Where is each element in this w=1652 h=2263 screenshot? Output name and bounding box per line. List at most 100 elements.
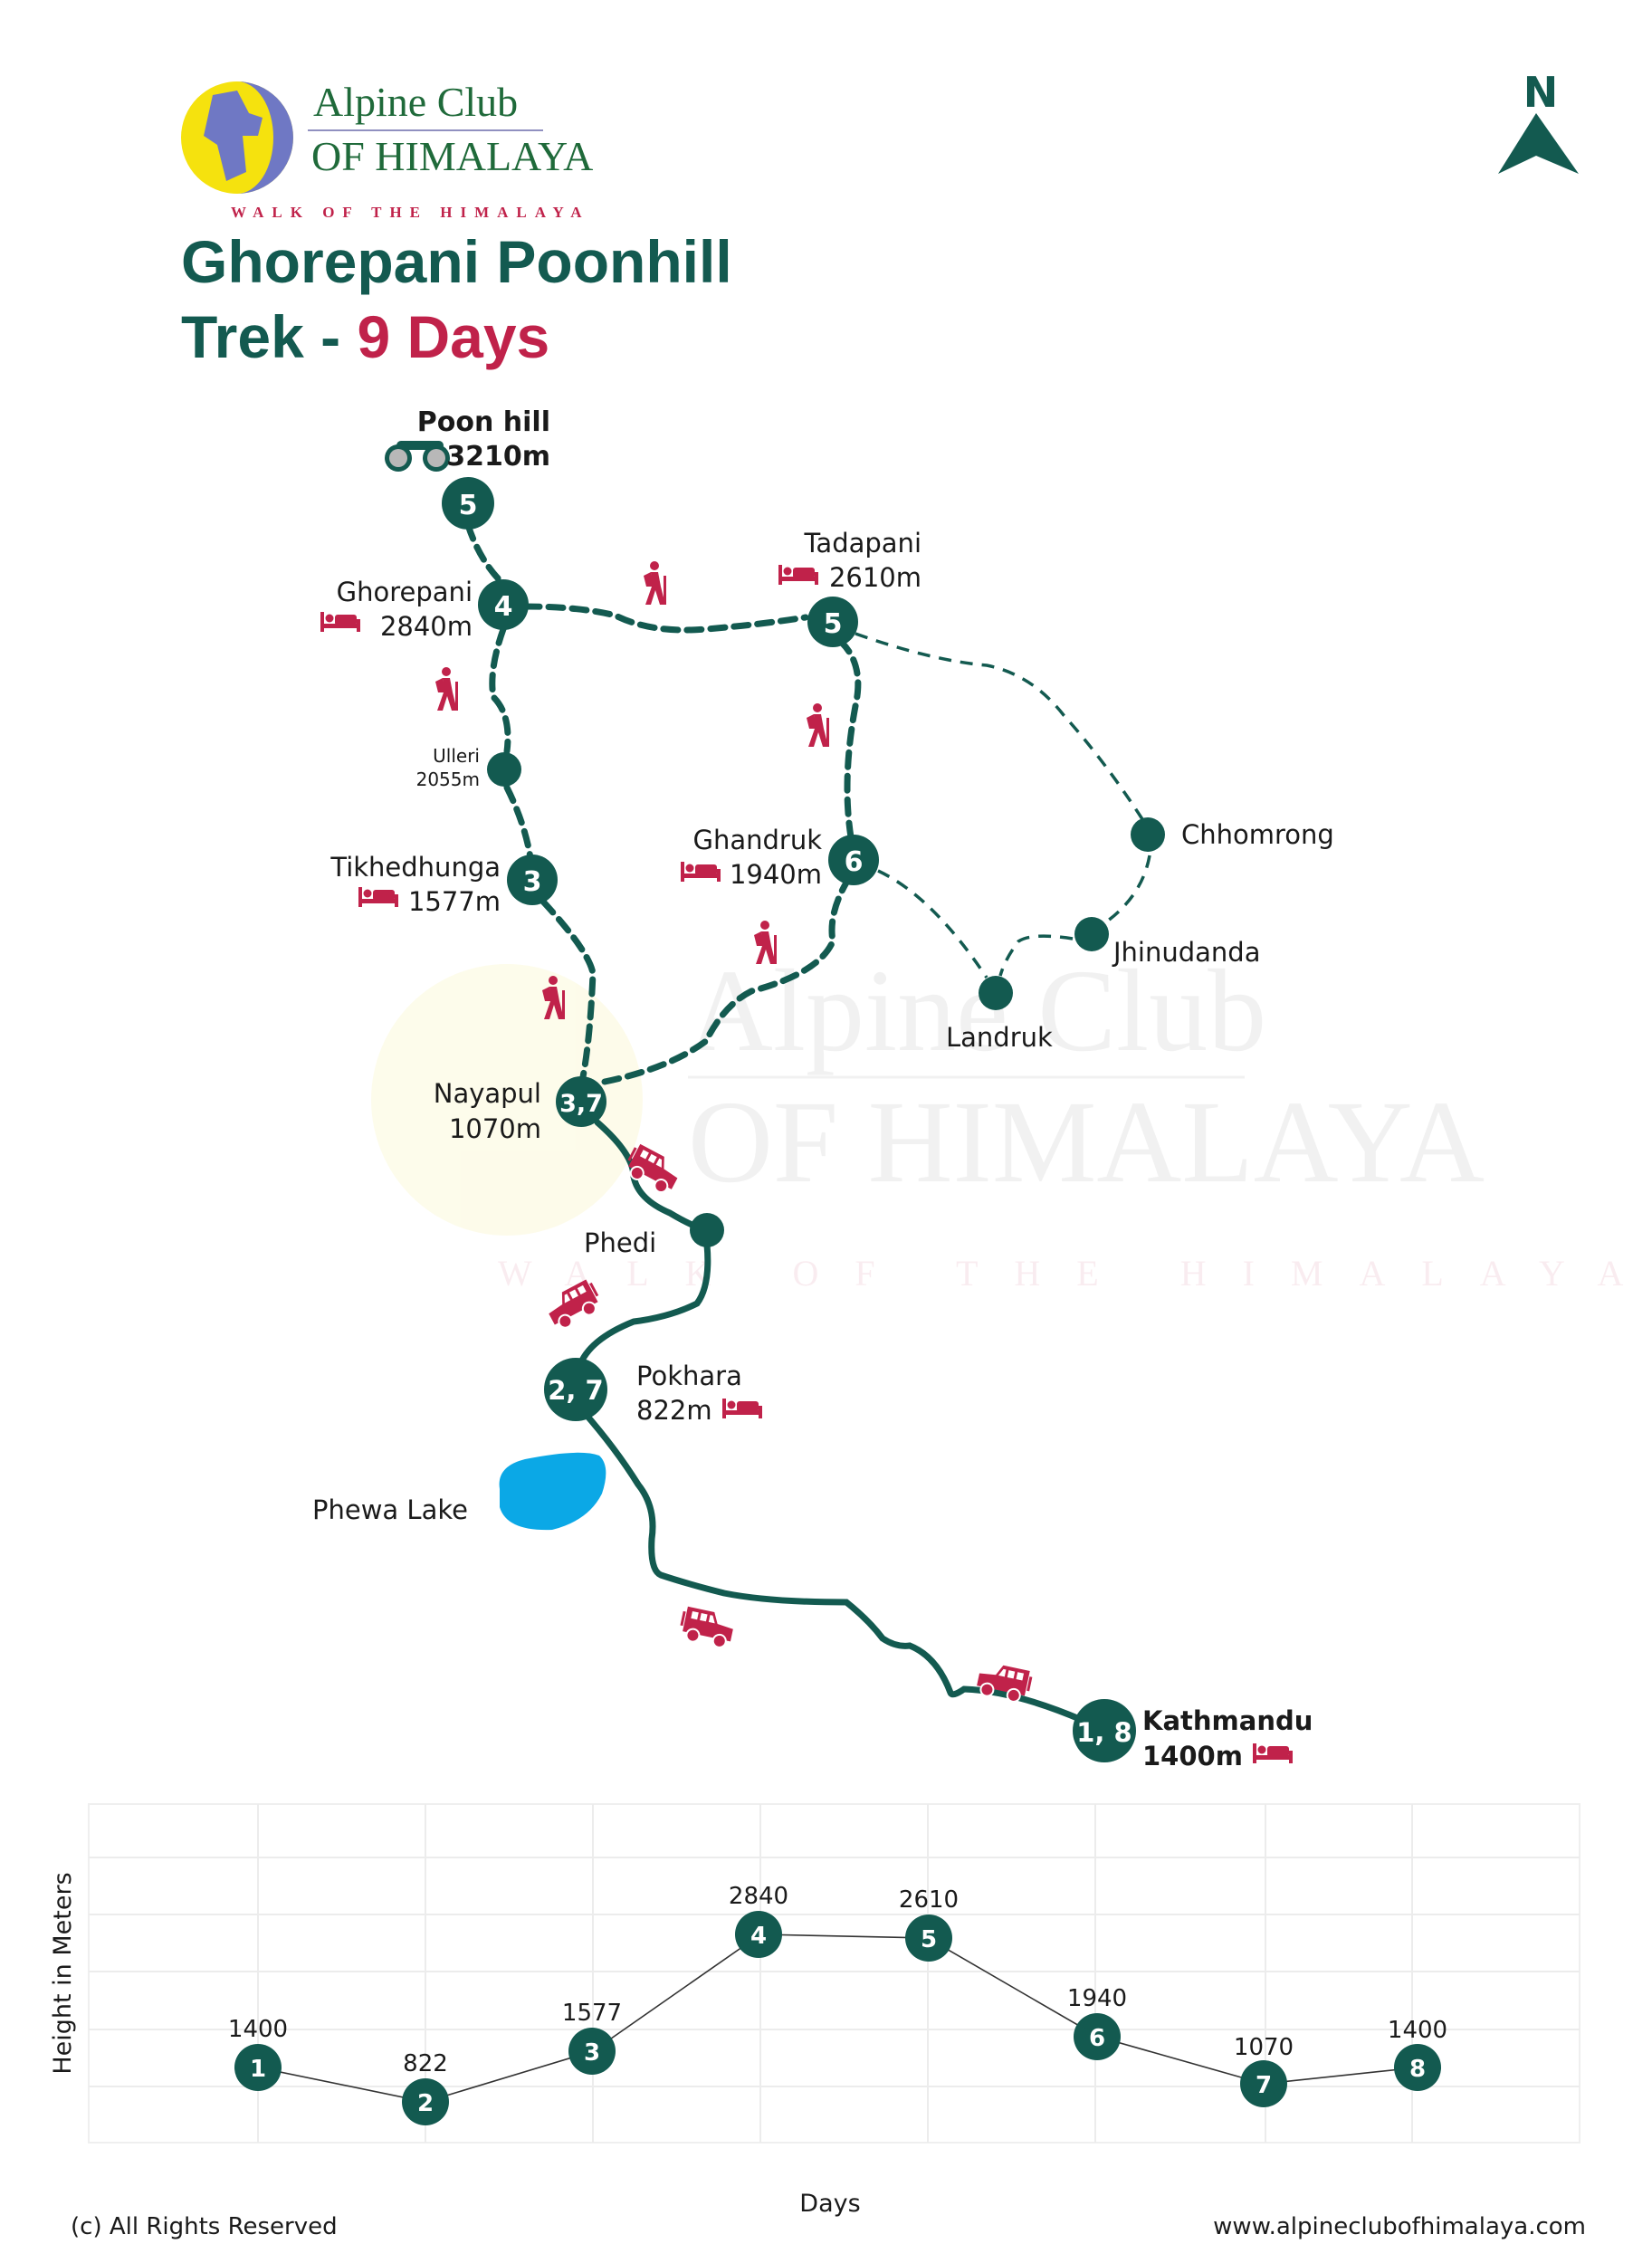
svg-text:1: 1	[250, 2056, 266, 2083]
jhinudanda-name: Jhinudanda	[1112, 937, 1261, 968]
svg-text:4: 4	[750, 1923, 767, 1950]
website-link[interactable]: www.alpineclubofhimalaya.com	[1213, 2213, 1586, 2240]
y-axis-label: Height in Meters	[49, 1872, 77, 2074]
day-badge: 6	[845, 846, 864, 878]
day-badge: 1, 8	[1076, 1717, 1132, 1748]
ulleri-alt: 2055m	[416, 769, 480, 790]
node-landruk[interactable]	[979, 976, 1013, 1010]
svg-text:3: 3	[584, 2039, 600, 2067]
svg-text:6: 6	[1089, 2025, 1105, 2052]
svg-text:822: 822	[403, 2050, 448, 2077]
day-badge: 4	[494, 591, 513, 623]
svg-text:1400: 1400	[228, 2016, 288, 2043]
pokhara-name: Pokhara	[636, 1361, 742, 1391]
phedi-name: Phedi	[584, 1227, 656, 1258]
phewa-name: Phewa Lake	[312, 1494, 468, 1525]
chart-point-day-7[interactable]: 7	[1240, 2060, 1287, 2107]
node-nayapul[interactable]: 3,7	[556, 1076, 606, 1127]
bed-icon	[681, 862, 721, 882]
brand-line2: OF HIMALAYA	[311, 133, 593, 179]
svg-text:5: 5	[921, 1926, 937, 1953]
chart-point-day-1[interactable]: 1	[234, 2044, 282, 2091]
chart-point-day-6[interactable]: 6	[1074, 2013, 1121, 2060]
svg-text:7: 7	[1256, 2072, 1272, 2099]
jeep-icon	[676, 1604, 737, 1651]
poonhill-alt: 3210m	[446, 441, 550, 473]
node-pokhara[interactable]: 2, 7	[544, 1358, 607, 1421]
tikhedhunga-alt: 1577m	[408, 886, 501, 917]
chhomrong-name: Chhomrong	[1181, 819, 1334, 850]
node-phedi[interactable]	[690, 1213, 724, 1247]
bed-icon	[1253, 1743, 1293, 1763]
nayapul-name: Nayapul	[434, 1078, 541, 1109]
phewa-lake	[499, 1452, 606, 1531]
north-arrow-icon: N	[1498, 68, 1579, 174]
node-ulleri[interactable]	[487, 752, 521, 787]
brand-tagline: WALK OF THE HIMALAYA	[231, 204, 589, 221]
svg-text:2610: 2610	[899, 1886, 959, 1914]
svg-text:WALK OF THE HIMALAYA: WALK OF THE HIMALAYA	[498, 1253, 1652, 1294]
day-badge: 3,7	[559, 1090, 603, 1118]
node-kathmandu[interactable]: 1, 8	[1073, 1699, 1136, 1762]
svg-text:1940: 1940	[1067, 1985, 1127, 2012]
node-jhinudanda[interactable]	[1074, 917, 1109, 951]
svg-text:8: 8	[1409, 2056, 1426, 2083]
bed-icon	[358, 887, 398, 907]
hiker-icon	[807, 703, 829, 747]
trek-routes	[464, 521, 1151, 1724]
svg-text:OF HIMALAYA: OF HIMALAYA	[688, 1077, 1485, 1208]
ghandruk-name: Ghandruk	[692, 825, 822, 855]
chart-point-day-4[interactable]: 4	[735, 1911, 782, 1958]
x-axis-label: Days	[799, 2190, 860, 2218]
node-poonhill[interactable]: 5	[442, 477, 494, 530]
tadapani-alt: 2610m	[829, 562, 921, 593]
chart-point-day-8[interactable]: 8	[1394, 2044, 1441, 2091]
svg-text:1070: 1070	[1234, 2034, 1294, 2061]
elevation-labels: 1400 822 1577 2840 2610 1940 1070 1400	[228, 1883, 1447, 2077]
hiker-icon	[644, 561, 666, 605]
node-tadapani[interactable]: 5	[807, 597, 858, 647]
chart-point-day-2[interactable]: 2	[402, 2078, 449, 2125]
day-badge: 5	[824, 608, 843, 640]
chart-point-day-5[interactable]: 5	[905, 1914, 952, 1962]
node-tikhedhunga[interactable]: 3	[507, 855, 558, 905]
nayapul-alt: 1070m	[449, 1113, 541, 1144]
day-badge: 5	[459, 490, 478, 521]
copyright: (c) All Rights Reserved	[71, 2213, 338, 2240]
hiker-icon	[435, 667, 458, 711]
ghorepani-name: Ghorepani	[337, 577, 473, 607]
route-nodes: 5 Poon hill 3210m 4 Ghorepani 2840m 5 Ta…	[312, 406, 1334, 1771]
kathmandu-name: Kathmandu	[1142, 1705, 1313, 1736]
title-prefix: Trek -	[181, 303, 357, 370]
svg-text:1400: 1400	[1388, 2017, 1447, 2044]
kathmandu-alt: 1400m	[1142, 1741, 1243, 1771]
chart-point-day-3[interactable]: 3	[568, 2028, 616, 2075]
svg-text:2840: 2840	[729, 1883, 788, 1910]
node-chhomrong[interactable]	[1131, 817, 1165, 852]
ghorepani-alt: 2840m	[380, 611, 473, 642]
node-ghandruk[interactable]: 6	[828, 835, 879, 885]
day-badge: 2, 7	[548, 1375, 603, 1406]
hiker-icons	[435, 561, 829, 1019]
bed-icon	[722, 1399, 762, 1418]
tikhedhunga-name: Tikhedhunga	[329, 852, 501, 883]
elevation-chart: 1400 822 1577 2840 2610 1940 1070 1400 1…	[49, 1803, 1580, 2218]
pokhara-alt: 822m	[636, 1395, 712, 1426]
page-title-line1: Ghorepani Poonhill	[181, 228, 732, 295]
compass-label: N	[1523, 68, 1559, 117]
ghandruk-alt: 1940m	[730, 859, 822, 890]
bed-icon	[778, 565, 818, 585]
node-ghorepani[interactable]: 4	[478, 579, 529, 630]
brand-line1: Alpine Club	[313, 79, 518, 125]
svg-text:Alpine Club: Alpine Club	[688, 946, 1266, 1076]
ulleri-name: Ulleri	[433, 745, 480, 767]
bed-icon	[320, 612, 360, 632]
day-badge: 3	[523, 866, 542, 898]
tadapani-name: Tadapani	[804, 528, 921, 559]
logo: Alpine Club OF HIMALAYA WALK OF THE HIMA…	[181, 79, 593, 221]
page-title-line2: Trek - 9 Days	[181, 303, 549, 370]
svg-text:2: 2	[417, 2090, 434, 2117]
binoculars-icon	[385, 441, 450, 472]
poonhill-name: Poon hill	[417, 406, 550, 438]
